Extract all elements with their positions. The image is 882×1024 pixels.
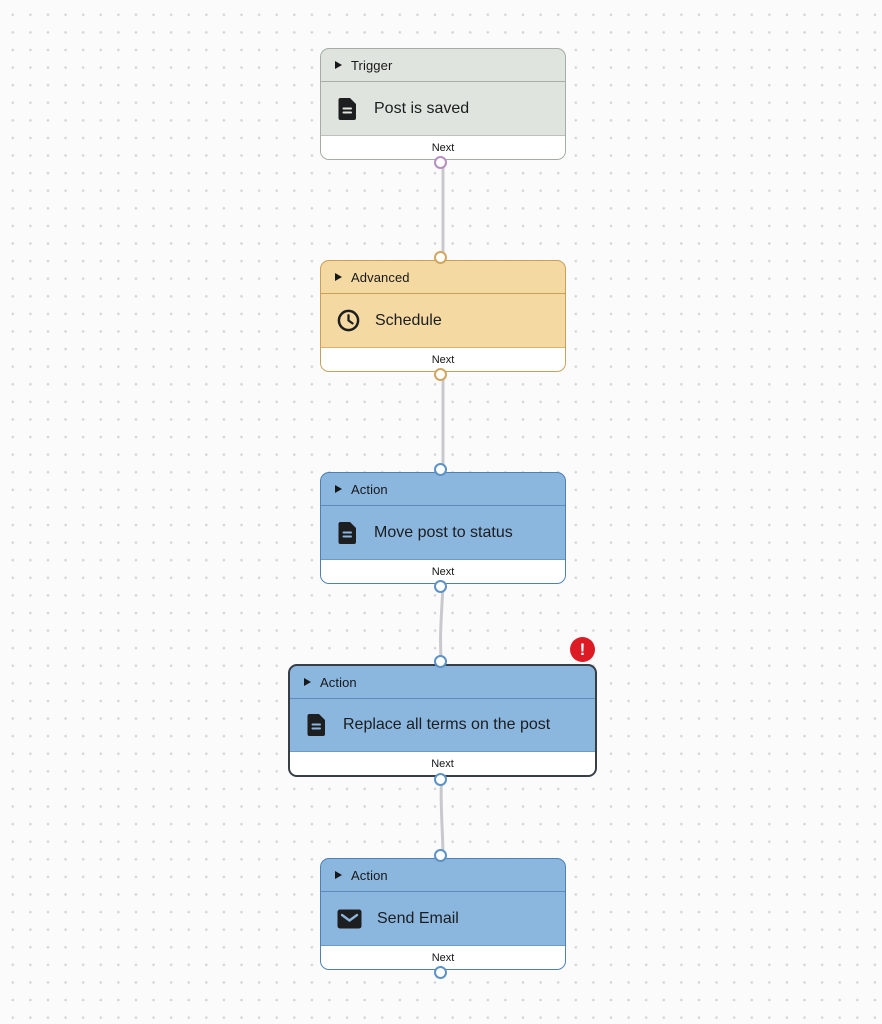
- collapse-toggle-icon[interactable]: [335, 871, 342, 879]
- next-branch-handle[interactable]: Next: [321, 559, 565, 583]
- next-branch-handle[interactable]: Next: [321, 135, 565, 159]
- node-box: Action Replace all terms on the post Nex…: [288, 664, 597, 777]
- node-box: Action Move post to status Next: [320, 472, 566, 584]
- input-port[interactable]: [434, 849, 447, 862]
- document-icon: [337, 521, 359, 545]
- next-label: Next: [431, 565, 455, 578]
- next-label: Next: [431, 141, 455, 154]
- edge-action2-action3: [439, 774, 445, 861]
- input-port[interactable]: [434, 251, 447, 264]
- error-badge[interactable]: !: [570, 637, 595, 662]
- node-category-label: Action: [320, 674, 357, 690]
- node-header[interactable]: Action: [290, 666, 595, 699]
- workflow-node-replace-terms[interactable]: Action Replace all terms on the post Nex…: [288, 637, 597, 786]
- node-header[interactable]: Trigger: [321, 49, 565, 82]
- next-branch-handle[interactable]: Next: [290, 751, 595, 775]
- node-box: Trigger Post is saved Next: [320, 48, 566, 160]
- clock-icon: [337, 309, 360, 332]
- input-port[interactable]: [433, 655, 447, 668]
- node-body: Replace all terms on the post: [290, 699, 595, 751]
- node-title: Post is saved: [374, 99, 470, 117]
- node-header[interactable]: Action: [321, 473, 565, 506]
- node-title: Schedule: [375, 311, 442, 329]
- workflow-node-send-email[interactable]: Action Send Email Next: [320, 849, 566, 979]
- next-branch-handle[interactable]: Next: [321, 945, 565, 969]
- next-branch-handle[interactable]: Next: [321, 347, 565, 371]
- node-title: Replace all terms on the post: [343, 716, 551, 733]
- workflow-node-advanced[interactable]: Advanced Schedule Next: [320, 251, 566, 381]
- input-port[interactable]: [434, 463, 447, 476]
- output-port[interactable]: [433, 773, 447, 786]
- collapse-toggle-icon[interactable]: [335, 485, 342, 493]
- next-label: Next: [431, 951, 455, 964]
- node-header[interactable]: Advanced: [321, 261, 565, 294]
- collapse-toggle-icon[interactable]: [335, 61, 342, 69]
- node-title: Move post to status: [374, 523, 513, 541]
- node-category-label: Action: [351, 867, 388, 883]
- collapse-toggle-icon[interactable]: [304, 678, 311, 686]
- node-category-label: Advanced: [351, 269, 410, 285]
- node-header[interactable]: Action: [321, 859, 565, 892]
- node-body: Post is saved: [321, 82, 565, 135]
- output-port[interactable]: [434, 156, 447, 169]
- collapse-toggle-icon[interactable]: [335, 273, 342, 281]
- output-port[interactable]: [434, 580, 447, 593]
- node-category-label: Action: [351, 481, 388, 497]
- document-icon: [337, 97, 359, 121]
- edge-action1-action2: [439, 581, 445, 667]
- next-label: Next: [431, 353, 455, 366]
- workflow-node-move-post[interactable]: Action Move post to status Next: [320, 463, 566, 593]
- node-box: Action Send Email Next: [320, 858, 566, 970]
- output-port[interactable]: [434, 368, 447, 381]
- document-icon: [306, 713, 328, 737]
- output-port[interactable]: [434, 966, 447, 979]
- node-category-label: Trigger: [351, 57, 393, 73]
- next-label: Next: [431, 757, 454, 770]
- node-title: Send Email: [377, 909, 459, 927]
- node-body: Send Email: [321, 892, 565, 945]
- node-body: Move post to status: [321, 506, 565, 559]
- node-box: Advanced Schedule Next: [320, 260, 566, 372]
- mail-icon: [337, 909, 362, 929]
- workflow-node-trigger[interactable]: Trigger Post is saved Next: [320, 48, 566, 169]
- node-body: Schedule: [321, 294, 565, 347]
